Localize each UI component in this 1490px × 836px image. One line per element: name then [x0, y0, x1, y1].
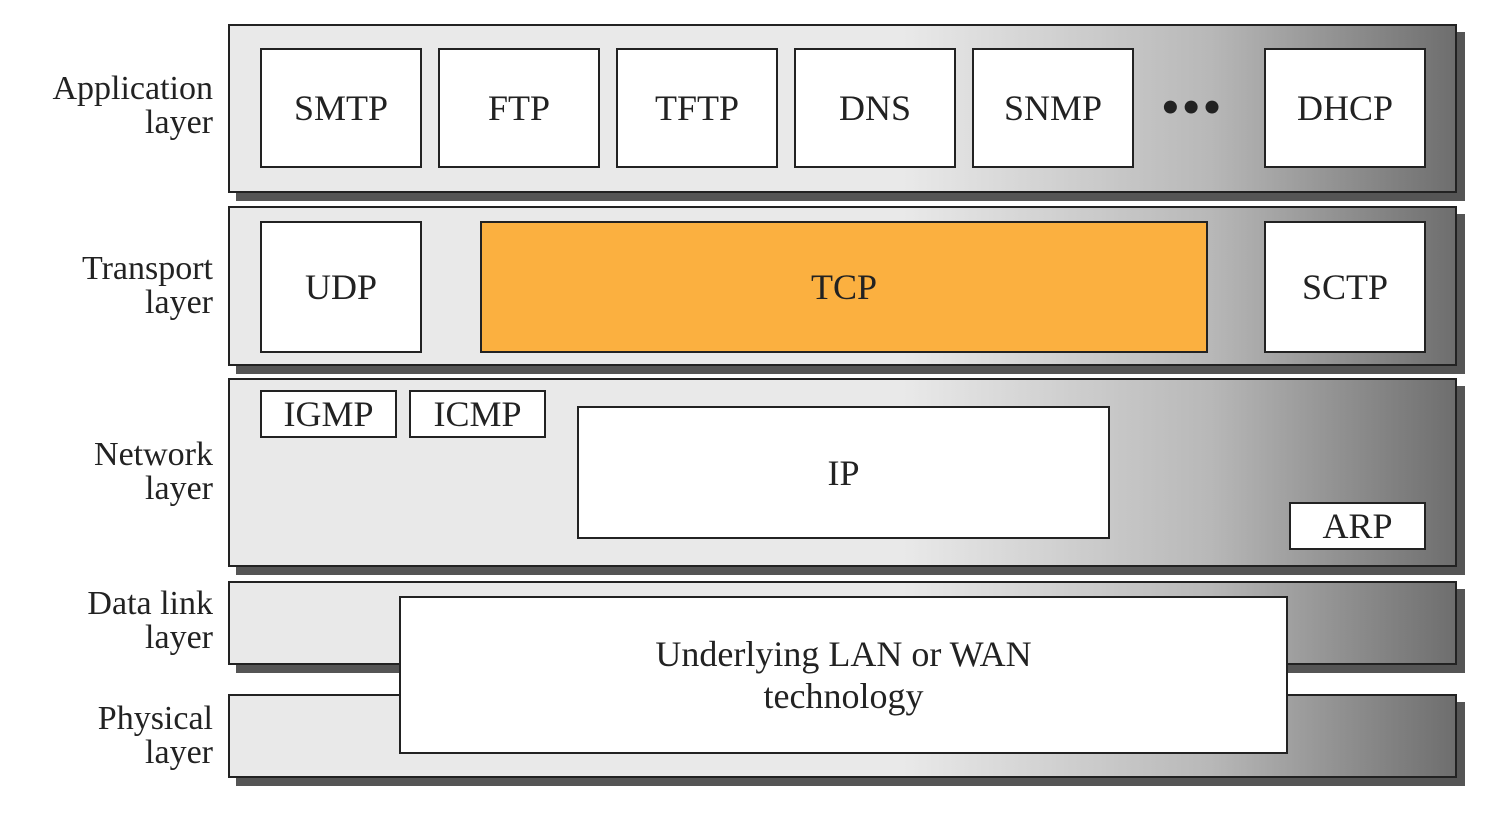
- snmp-box: SNMP: [972, 48, 1134, 168]
- underlying-line-2: technology: [763, 676, 924, 716]
- igmp-box: IGMP: [260, 390, 397, 438]
- datalink-layer-label: Data link layer: [87, 585, 213, 656]
- transport-layer-label: Transport layer: [82, 250, 213, 321]
- sctp-box: SCTP: [1264, 221, 1426, 353]
- icmp-box: ICMP: [409, 390, 546, 438]
- network-layer-label: Network layer: [94, 436, 213, 507]
- application-layer-label: Application layer: [52, 70, 213, 141]
- smtp-box: SMTP: [260, 48, 422, 168]
- dns-box: DNS: [794, 48, 956, 168]
- physical-layer-label: Physical layer: [97, 700, 213, 771]
- tcp-box: TCP: [480, 221, 1208, 353]
- udp-box: UDP: [260, 221, 422, 353]
- dhcp-box: DHCP: [1264, 48, 1426, 168]
- tftp-box: TFTP: [616, 48, 778, 168]
- underlying-technology-box: Underlying LAN or WAN technology: [399, 596, 1288, 754]
- ellipsis: •••: [1162, 81, 1225, 134]
- ftp-box: FTP: [438, 48, 600, 168]
- ip-box: IP: [577, 406, 1110, 539]
- arp-box: ARP: [1289, 502, 1426, 550]
- underlying-line-1: Underlying LAN or WAN: [655, 634, 1032, 674]
